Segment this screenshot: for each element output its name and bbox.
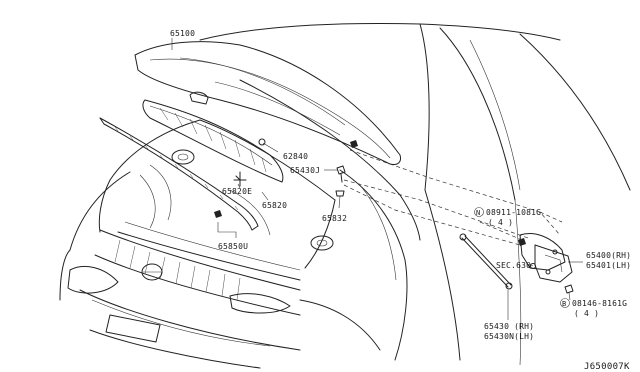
label-nut-ref: 08911-1081G xyxy=(486,208,541,217)
label-bolt-prefix: B xyxy=(562,300,566,308)
nut-ref-circle-icon xyxy=(474,207,484,217)
engine-bay xyxy=(98,119,336,281)
label-nut-prefix: N xyxy=(476,209,480,217)
label-insulator-clip: 65820E xyxy=(222,187,252,196)
leader-lines xyxy=(171,38,583,320)
label-seal-front: 62840 xyxy=(283,152,308,161)
label-sec-ref: SEC.630 xyxy=(496,261,531,270)
label-stay-rh: 65430 (RH) xyxy=(484,322,534,331)
vehicle-body xyxy=(59,22,631,369)
label-hood-insulator: 65820 xyxy=(262,201,287,210)
hood-panel xyxy=(134,41,401,165)
label-hinge-lh: 65401(LH) xyxy=(586,261,631,270)
bolt-ref-circle-icon xyxy=(560,298,570,308)
label-nut-qty: ( 4 ) xyxy=(488,218,513,227)
label-bolt-ref: 08146-8161G xyxy=(572,299,627,308)
label-stay-lh: 65430N(LH) xyxy=(484,332,534,341)
drawing-code: J650007K xyxy=(584,362,630,372)
hood-insulator xyxy=(142,99,284,183)
labels: 65100 62840 65430J 65820E 65820 65832 65… xyxy=(170,29,631,372)
small-parts xyxy=(214,138,574,294)
label-buffer: 65832 xyxy=(322,214,347,223)
label-seal-clip: 65850U xyxy=(218,242,248,251)
label-hinge-rh: 65400(RH) xyxy=(586,251,631,260)
front-seal-strip xyxy=(99,117,259,231)
label-bolt-qty: ( 4 ) xyxy=(574,309,599,318)
label-hood-lock-bolt: 65430J xyxy=(290,166,320,175)
label-hood: 65100 xyxy=(170,29,195,38)
